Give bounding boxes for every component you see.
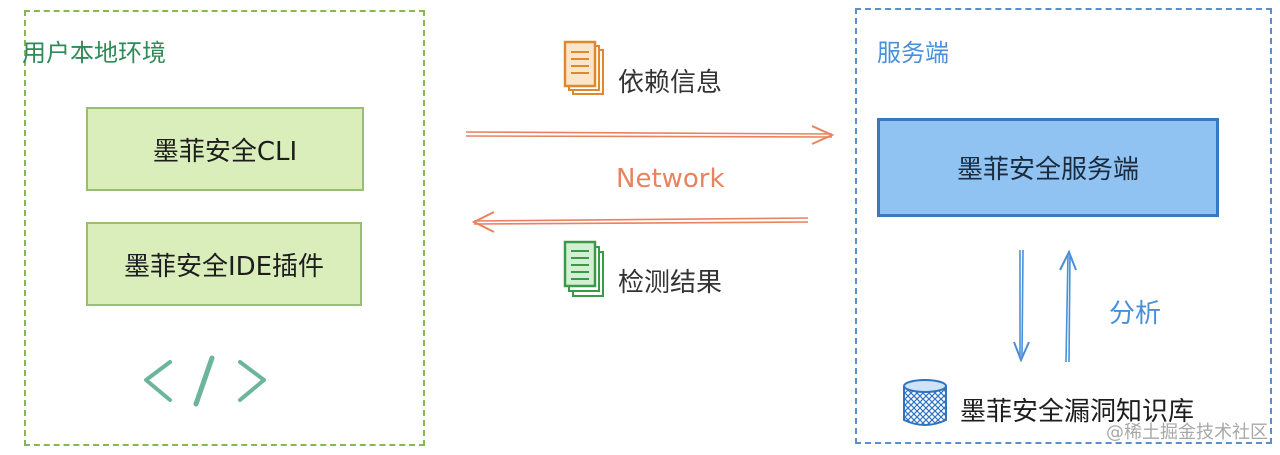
knowledge-base-label: 墨菲安全漏洞知识库	[960, 397, 1195, 427]
download-arrow	[471, 211, 809, 233]
cli-label: 墨菲安全CLI	[152, 136, 298, 167]
local-environment-group	[24, 10, 425, 446]
ide-plugin-label: 墨菲安全IDE插件	[123, 251, 325, 282]
network-arrows	[465, 125, 835, 233]
database-icon	[903, 379, 947, 426]
watermark: @稀土掘金技术社区	[1106, 422, 1268, 443]
cli-component: 墨菲安全CLI	[86, 107, 364, 191]
analysis-arrows	[1013, 249, 1077, 363]
server-group	[855, 8, 1272, 444]
server-label: 墨菲安全服务端	[956, 155, 1139, 185]
query-arrow	[1013, 249, 1030, 363]
dependency-document-icon	[563, 40, 604, 95]
ide-plugin-component: 墨菲安全IDE插件	[86, 222, 362, 306]
analysis-label: 分析	[1109, 299, 1162, 329]
code-icon	[144, 355, 266, 407]
server-component: 墨菲安全服务端	[877, 118, 1219, 217]
upload-arrow	[465, 125, 835, 145]
local-environment-title: 用户本地环境	[22, 39, 166, 67]
result-document-icon	[563, 240, 604, 297]
dependency-info-label: 依赖信息	[618, 68, 723, 98]
network-label: Network	[616, 164, 725, 194]
server-title: 服务端	[877, 39, 949, 67]
detection-results-label: 检测结果	[618, 268, 723, 298]
response-arrow	[1059, 249, 1077, 363]
